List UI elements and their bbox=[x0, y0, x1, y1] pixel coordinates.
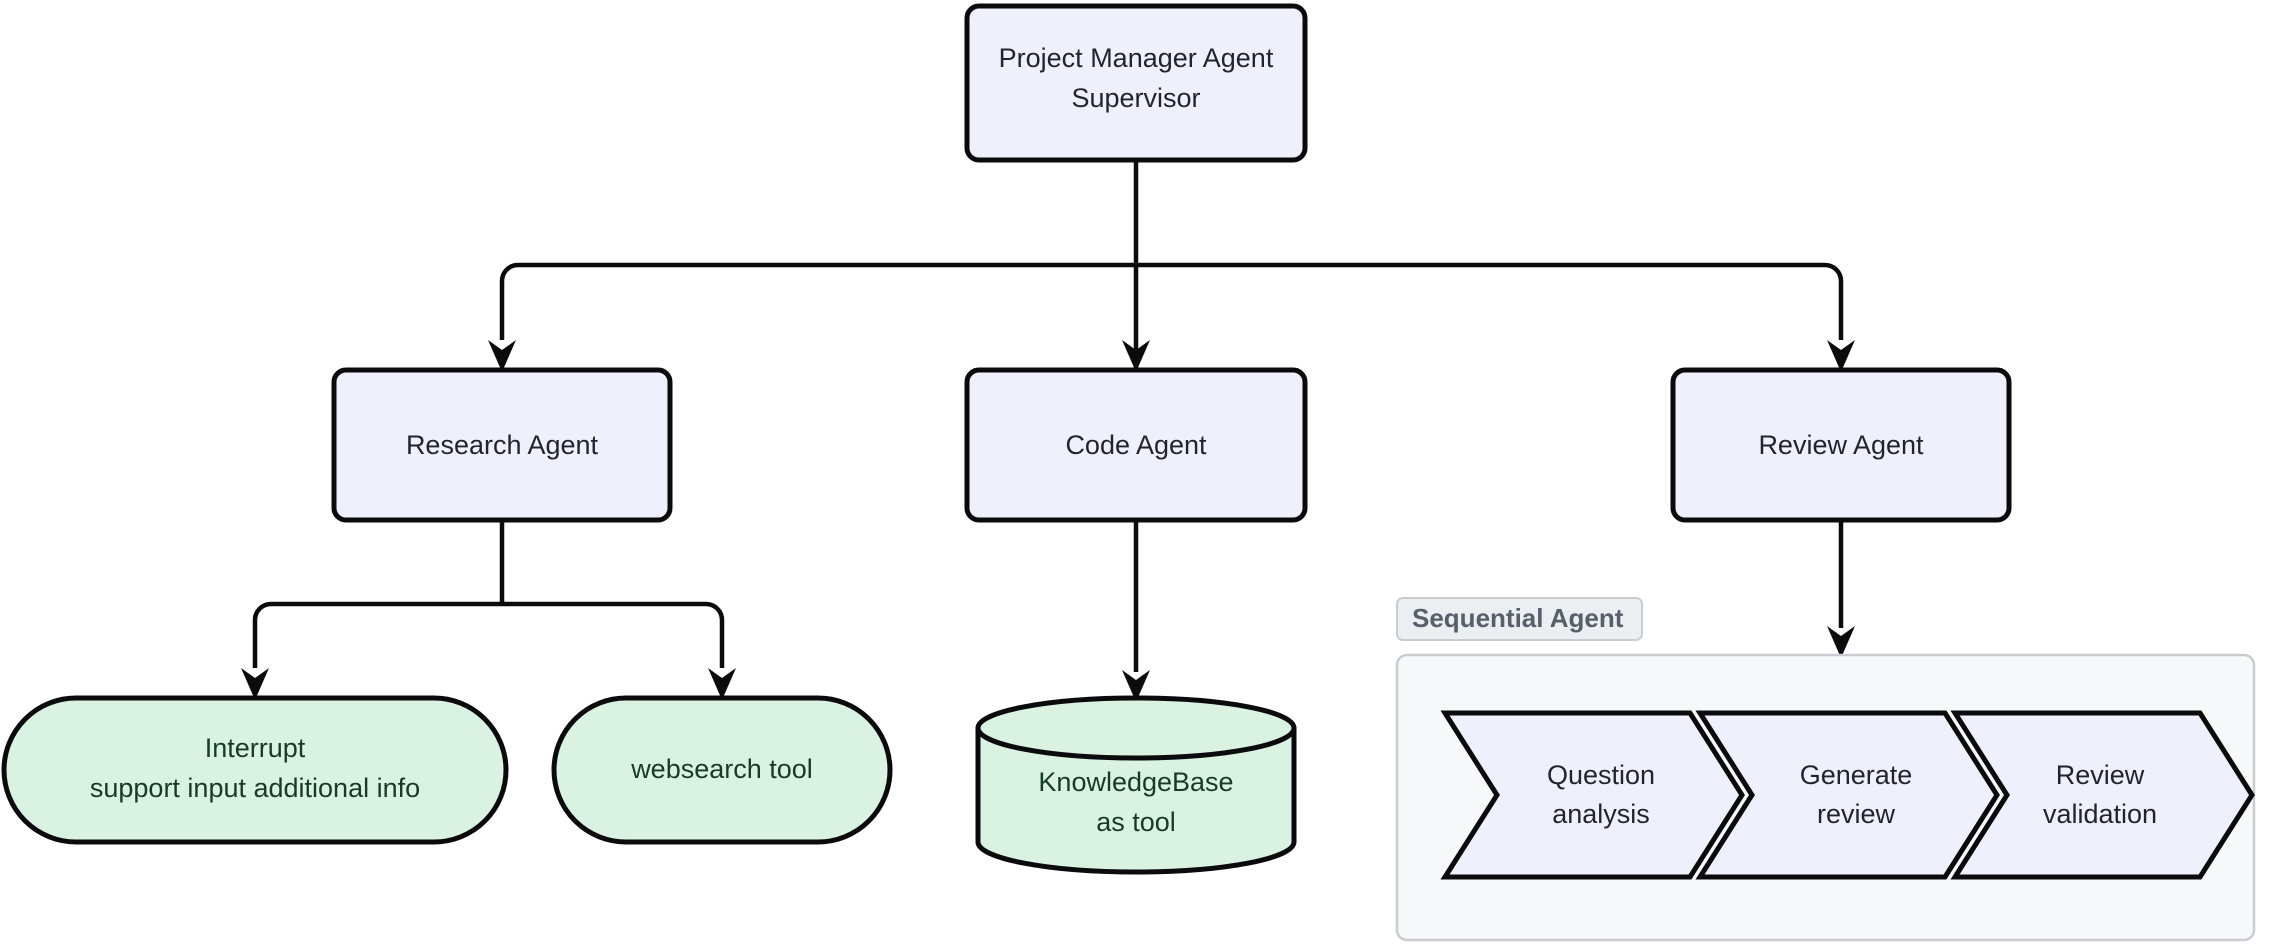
node-review-agent[interactable]: Review Agent bbox=[1670, 367, 2012, 523]
node-interrupt[interactable]: Interrupt support input additional info bbox=[1, 695, 509, 845]
arrowhead-code-agent bbox=[1122, 340, 1150, 372]
node-research-agent[interactable]: Research Agent bbox=[331, 367, 673, 523]
node-websearch-tool[interactable]: websearch tool bbox=[551, 695, 893, 845]
node-knowledgebase[interactable]: KnowledgeBase as tool bbox=[975, 695, 1297, 875]
step-question-analysis-shape[interactable] bbox=[1440, 710, 1745, 880]
edge-supervisor-review bbox=[1136, 262, 1844, 340]
node-code-agent-shape[interactable] bbox=[964, 367, 1308, 523]
node-review-agent-shape[interactable] bbox=[1670, 367, 2012, 523]
node-supervisor[interactable]: Project Manager Agent Supervisor bbox=[964, 3, 1308, 163]
arrowhead-review-agent bbox=[1827, 340, 1855, 372]
node-supervisor-shape[interactable] bbox=[964, 3, 1308, 163]
edge-supervisor-research bbox=[499, 262, 1136, 340]
node-code-agent[interactable]: Code Agent bbox=[964, 367, 1308, 523]
node-research-agent-shape[interactable] bbox=[331, 367, 673, 523]
node-knowledgebase-top bbox=[975, 695, 1297, 761]
arrowhead-research-agent bbox=[488, 340, 516, 372]
step-review-validation-shape[interactable] bbox=[1950, 710, 2255, 880]
edge-research-websearch bbox=[502, 601, 725, 668]
subgraph-label-text: Sequential Agent bbox=[1412, 603, 1624, 633]
edge-research-interrupt bbox=[252, 601, 502, 668]
arrowhead-websearch bbox=[708, 668, 736, 700]
node-interrupt-shape[interactable] bbox=[1, 695, 509, 845]
step-generate-review-shape[interactable] bbox=[1695, 710, 2000, 880]
subgraph-label-box bbox=[1396, 597, 1643, 641]
subgraph-sequential-agent[interactable]: Sequential Agent Question analysis Gener… bbox=[1395, 597, 2256, 942]
arrowhead-knowledgebase bbox=[1122, 670, 1150, 702]
arrowhead-sequential-agent bbox=[1827, 626, 1855, 658]
edge-layer bbox=[241, 160, 1855, 702]
arrowhead-interrupt bbox=[241, 668, 269, 700]
node-websearch-tool-shape[interactable] bbox=[551, 695, 893, 845]
node-knowledgebase-body[interactable] bbox=[975, 725, 1297, 875]
